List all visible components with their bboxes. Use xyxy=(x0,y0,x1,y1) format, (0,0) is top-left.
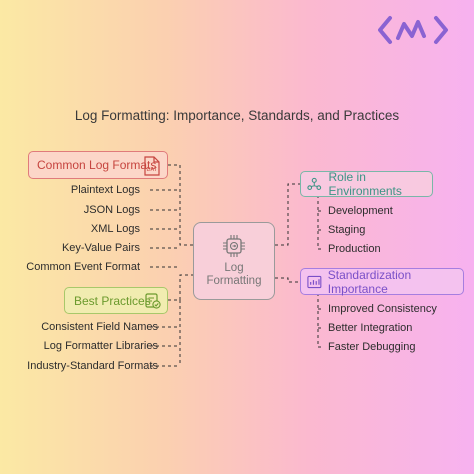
branch-role-in-environments: Role in Environments xyxy=(300,170,433,198)
branch-label: Standardization Importance xyxy=(327,267,412,296)
branch-label: Common Log Formats xyxy=(37,158,157,172)
list-item: Common Event Format xyxy=(26,261,140,273)
list-item: XML Logs xyxy=(90,223,140,235)
branch-label: Best Practices xyxy=(74,293,151,308)
branch-common-log-formats: Common Log Formats DAT xyxy=(28,151,168,179)
checklist-icon xyxy=(145,293,161,309)
branch-best-practices: Best Practices xyxy=(64,287,168,314)
list-item: Better Integration xyxy=(328,322,413,334)
svg-text:DAT: DAT xyxy=(147,167,158,173)
list-item: Faster Debugging xyxy=(328,341,416,353)
napkin-logo-icon xyxy=(378,16,448,44)
chip-icon xyxy=(223,235,245,257)
list-item: Development xyxy=(328,205,393,217)
branch-label: Role in Environments xyxy=(328,170,402,198)
central-label-line2: Formatting xyxy=(206,275,262,287)
chart-icon xyxy=(307,275,322,288)
list-item: Log Formatter Libraries xyxy=(43,340,158,352)
list-item: JSON Logs xyxy=(83,204,140,216)
list-item: Improved Consistency xyxy=(328,303,437,315)
list-item: Production xyxy=(328,243,381,255)
branch-standardization-importance: Standardization Importance xyxy=(300,267,464,296)
list-item: Industry-Standard Formats xyxy=(27,360,158,372)
list-item: Key-Value Pairs xyxy=(61,242,140,254)
network-icon xyxy=(307,177,322,190)
central-node: Log Formatting xyxy=(193,222,275,300)
dat-file-icon: DAT xyxy=(144,156,160,176)
list-item: Plaintext Logs xyxy=(70,184,140,196)
central-label-line1: Log xyxy=(224,262,244,274)
list-item: Staging xyxy=(328,224,366,236)
list-item: Consistent Field Names xyxy=(41,321,158,333)
diagram-title: Log Formatting: Importance, Standards, a… xyxy=(74,108,400,123)
